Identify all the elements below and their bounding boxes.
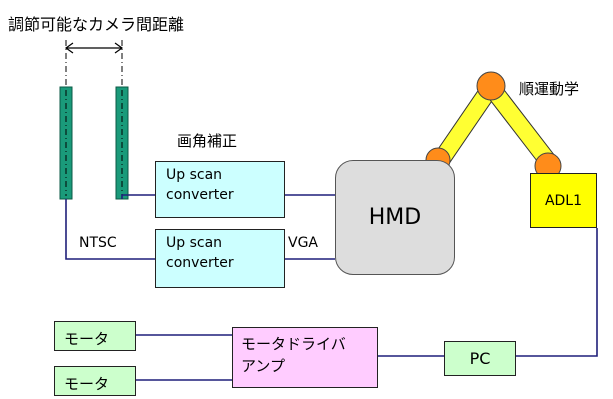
motor-top-label: モータ xyxy=(64,330,110,348)
hmd-label: HMD xyxy=(368,205,422,230)
pc-label: PC xyxy=(469,349,491,368)
adl1-box: ADL1 xyxy=(530,173,597,228)
camera-distance-label: 調節可能なカメラ間距離 xyxy=(8,15,185,34)
upscan-converter-top: Up scan converter xyxy=(155,161,285,218)
forward-kinematics-label: 順運動学 xyxy=(519,80,580,98)
vga-label: VGA xyxy=(288,235,319,251)
motor-bottom-box: モータ xyxy=(54,366,136,396)
wire-pc-adl1 xyxy=(516,228,598,357)
motor-top-box: モータ xyxy=(54,321,136,351)
motor-driver-line1: モータドライバ xyxy=(241,335,346,353)
view-angle-correction-label: 画角補正 xyxy=(177,132,238,150)
wires xyxy=(65,194,598,381)
ntsc-label: NTSC xyxy=(79,235,117,251)
adl1-label: ADL1 xyxy=(544,192,583,209)
arm-joint-top xyxy=(476,71,506,101)
upscan-bottom-line1: Up scan xyxy=(166,235,223,251)
motor-driver-amp-box: モータドライバ アンプ xyxy=(232,327,378,388)
pc-box: PC xyxy=(444,341,516,376)
upscan-bottom-line2: converter xyxy=(166,255,234,271)
motor-driver-line2: アンプ xyxy=(241,357,285,375)
wire-right-camera xyxy=(121,194,155,199)
upscan-top-line1: Up scan xyxy=(166,167,223,183)
distance-arrow xyxy=(64,40,124,86)
upscan-converter-bottom: Up scan converter xyxy=(155,229,285,288)
wire-left-camera xyxy=(65,199,155,260)
hmd-box: HMD xyxy=(335,160,455,275)
motor-bottom-label: モータ xyxy=(64,375,110,393)
upscan-top-line2: converter xyxy=(166,187,234,203)
